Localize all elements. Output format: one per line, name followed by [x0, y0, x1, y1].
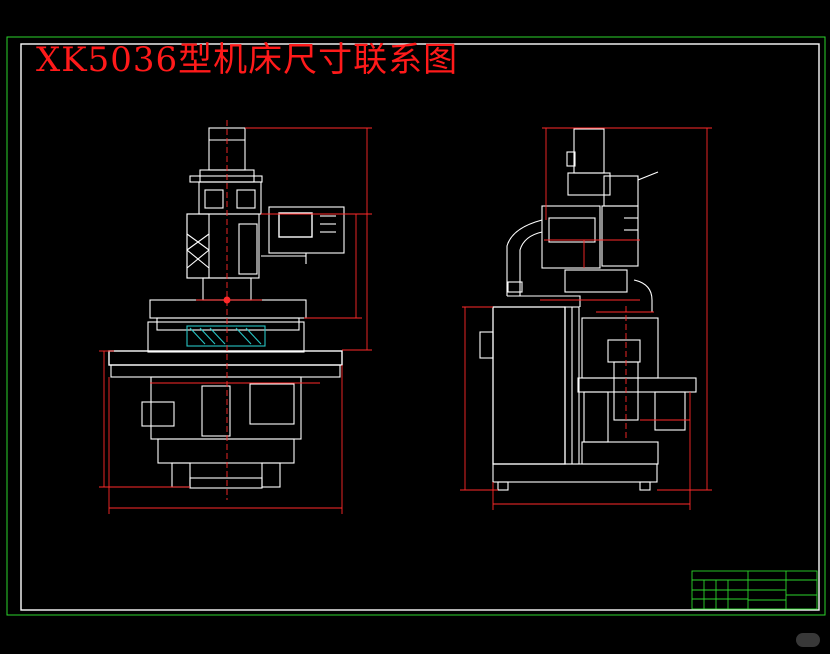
front-dimensions	[99, 120, 372, 514]
front-head	[198, 181, 262, 215]
side-column	[492, 306, 566, 465]
side-table	[577, 377, 697, 393]
drawing-title: XK5036型机床尺寸联系图	[36, 40, 459, 80]
side-head	[541, 205, 601, 269]
side-view	[479, 128, 697, 491]
side-dimensions	[460, 127, 712, 510]
watermark-icon	[796, 633, 820, 647]
title-block	[691, 570, 818, 610]
sheet-frame	[6, 36, 826, 616]
screen-icon	[278, 212, 313, 238]
side-motor	[573, 128, 605, 174]
side-knee	[581, 317, 659, 379]
front-view	[108, 127, 345, 489]
front-vise	[147, 321, 305, 353]
front-base	[157, 438, 295, 464]
side-base	[492, 463, 658, 483]
front-table	[108, 350, 343, 366]
